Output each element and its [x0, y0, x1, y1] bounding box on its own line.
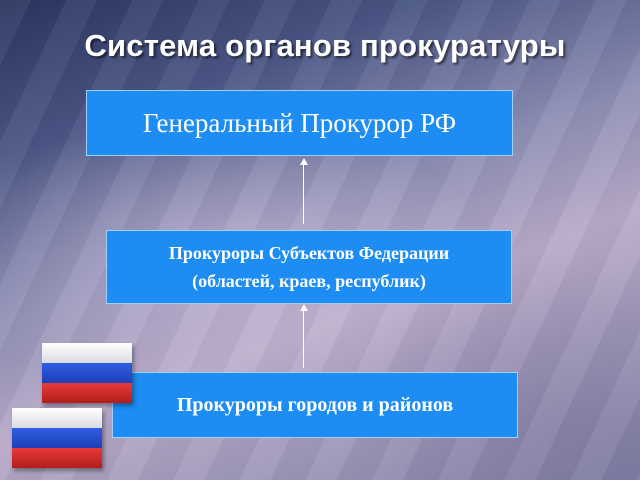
box-regional-prosecutors-sublabel: (областей, краев, республик): [192, 271, 426, 291]
box-city-district-prosecutors-label: Прокуроры городов и районов: [176, 393, 454, 416]
flag-band-red: [12, 448, 102, 468]
box-prosecutor-general: Генеральный Прокурор РФ: [86, 90, 513, 156]
flag-band-blue: [12, 428, 102, 448]
russian-flag-icon: [42, 343, 132, 403]
flag-band-red: [42, 383, 132, 403]
box-regional-prosecutors: Прокуроры Субъектов Федерации (областей,…: [106, 230, 512, 304]
connector-line: [303, 310, 304, 368]
box-prosecutor-general-label: Генеральный Прокурор РФ: [142, 107, 457, 138]
flag-band-white: [42, 343, 132, 363]
box-city-district-prosecutors: Прокуроры городов и районов: [112, 372, 518, 438]
arrow-up-icon: [300, 304, 308, 311]
arrow-up-icon: [300, 158, 308, 165]
box-regional-prosecutors-label: Прокуроры Субъектов Федерации: [168, 243, 450, 263]
russian-flag-icon: [12, 408, 102, 468]
slide-title: Система органов прокуратуры: [84, 28, 566, 63]
flag-band-blue: [42, 363, 132, 383]
flag-band-white: [12, 408, 102, 428]
connector-line: [303, 164, 304, 224]
